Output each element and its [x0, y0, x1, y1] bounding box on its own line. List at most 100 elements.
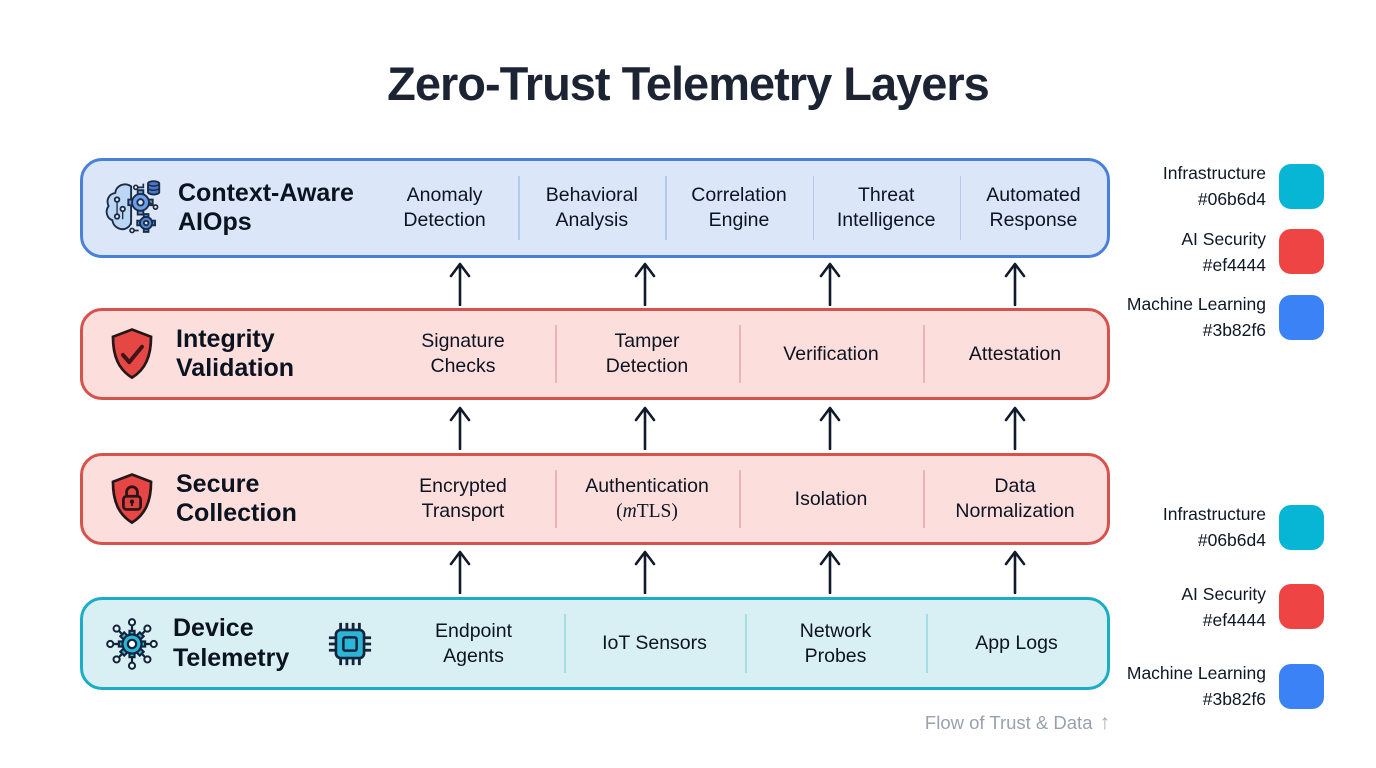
- layer-device-telemetry: Device Telemetry Endpoint Agents IoT Sens…: [80, 597, 1110, 690]
- layer-cell: Correlation Engine: [665, 161, 812, 255]
- layer-cells: Endpoint Agents IoT Sensors Network Probes…: [383, 600, 1107, 687]
- layer-cell: Signature Checks: [371, 311, 555, 397]
- flow-up-arrow-icon: ↑: [1099, 711, 1111, 734]
- legend-swatch: [1279, 229, 1324, 275]
- diagram-title: Zero-Trust Telemetry Layers: [387, 57, 990, 110]
- ai-brain-gears-icon: [103, 178, 163, 238]
- legend-hex: #06b6d4: [1197, 189, 1266, 210]
- legend-swatch: [1279, 663, 1324, 709]
- up-arrow-icon: [819, 406, 841, 450]
- layer-cell: Automated Response: [959, 161, 1107, 255]
- layer-cell-text: Behavioral Analysis: [545, 184, 638, 231]
- iot-hub-icon: [103, 615, 161, 673]
- layer-cell: Anomaly Detection: [371, 161, 518, 255]
- up-arrow-icon: [634, 550, 656, 594]
- layer-cell-text: Correlation Engine: [691, 184, 787, 231]
- legend-name: Infrastructure: [1162, 163, 1266, 183]
- legend-hex: #3b82f6: [1202, 689, 1266, 710]
- layer-title: Device Telemetry: [173, 614, 290, 672]
- layer-cell-text: Isolation: [794, 487, 868, 510]
- layer-cell: Authentication(mTLS): [555, 456, 739, 542]
- legend-entry: Infrastructure #06b6d4: [1127, 160, 1324, 213]
- legend-name: AI Security: [1181, 228, 1266, 249]
- flow-label-text: Flow of Trust & Data: [924, 712, 1093, 733]
- layer-label: Device Telemetry: [83, 600, 383, 687]
- layer-title: Context-Aware AIOps: [178, 178, 354, 237]
- up-arrow-icon: [1004, 550, 1026, 594]
- legend-name: Infrastructure: [1162, 504, 1266, 524]
- layer-cell: App Logs: [926, 600, 1107, 687]
- chip-icon: [325, 619, 375, 669]
- layer-title: Secure Collection: [176, 469, 297, 528]
- legend-hex: #ef4444: [1202, 254, 1266, 275]
- legend-entry: AI Security #ef4444: [1127, 226, 1324, 279]
- legend-hex: #3b82f6: [1202, 320, 1266, 341]
- layer-cell: Network Probes: [745, 600, 926, 687]
- layer-cell: Tamper Detection: [555, 311, 739, 397]
- legend-entry: Machine Learning #3b82f6: [1127, 291, 1324, 344]
- up-arrow-icon: [819, 262, 841, 306]
- up-arrow-icon: [1004, 262, 1026, 306]
- layer-cell: Behavioral Analysis: [518, 161, 665, 255]
- layer-cell-text: Encrypted Transport: [419, 475, 507, 522]
- legend-swatch: [1279, 294, 1324, 340]
- flow-of-trust-label: Flow of Trust & Data ↑: [925, 711, 1110, 735]
- legend-swatch: [1279, 504, 1324, 550]
- legend-text: Machine Learning #3b82f6: [1127, 660, 1266, 713]
- layer-cell: Encrypted Transport: [371, 456, 555, 542]
- layer-cell-text: Attestation: [968, 342, 1062, 365]
- layer-cell-text: Tamper Detection: [605, 330, 689, 377]
- layer-cell: Verification: [739, 311, 923, 397]
- layer-cell-text: Automated Response: [986, 184, 1081, 231]
- layer-cell-text: Signature Checks: [421, 330, 505, 377]
- legend-hex: #ef4444: [1202, 609, 1266, 630]
- layer-label: Secure Collection: [83, 456, 371, 542]
- layer-cells: Signature Checks Tamper Detection Verifica…: [371, 311, 1107, 397]
- layer-label: Integrity Validation: [83, 311, 371, 397]
- layer-cell-text: Threat Intelligence: [836, 184, 936, 231]
- shield-check-icon: [103, 325, 161, 383]
- layer-cells: Anomaly Detection Behavioral Analysis Corr…: [371, 161, 1107, 255]
- up-arrow-icon: [449, 550, 471, 594]
- layer-cell-text: Network Probes: [799, 619, 872, 667]
- shield-lock-icon: [103, 470, 161, 528]
- layer-integrity-validation: Integrity Validation Signature Checks Tam…: [80, 308, 1110, 400]
- legend-hex: #06b6d4: [1197, 530, 1266, 551]
- layer-cell-text: Verification: [783, 342, 879, 365]
- legend-text: AI Security #ef4444: [1181, 581, 1266, 634]
- up-arrow-icon: [449, 406, 471, 450]
- layer-context-aware-aiops: Context-Aware AIOps Anomaly Detection Beh…: [80, 158, 1110, 258]
- legend-bottom: Infrastructure #06b6d4 AI Security #ef44…: [1127, 501, 1324, 713]
- layer-cell: IoT Sensors: [564, 600, 745, 687]
- legend-top: Infrastructure #06b6d4 AI Security #ef44…: [1127, 160, 1324, 344]
- layer-cell: Endpoint Agents: [383, 600, 564, 687]
- layer-label: Context-Aware AIOps: [83, 161, 371, 255]
- legend-swatch: [1279, 163, 1324, 209]
- layer-cell: Data Normalization: [923, 456, 1107, 542]
- layer-cell-text: App Logs: [975, 632, 1058, 655]
- legend-name: AI Security: [1181, 583, 1266, 604]
- layer-secure-collection: Secure Collection Encrypted Transport Aut…: [80, 453, 1110, 545]
- up-arrow-icon: [634, 406, 656, 450]
- layer-cell-text: Endpoint Agents: [435, 619, 512, 667]
- layer-cell: Isolation: [739, 456, 923, 542]
- up-arrow-icon: [634, 262, 656, 306]
- legend-name: Machine Learning: [1126, 294, 1266, 314]
- legend-text: Infrastructure #06b6d4: [1163, 160, 1266, 213]
- layer-cell-text: Anomaly Detection: [403, 184, 486, 231]
- legend-name: Machine Learning: [1126, 663, 1266, 683]
- layer-cells: Encrypted Transport Authentication(mTLS) I…: [371, 456, 1107, 542]
- arrow-band: [0, 404, 1376, 451]
- legend-swatch: [1279, 584, 1324, 630]
- layer-cell: Threat Intelligence: [812, 161, 960, 255]
- up-arrow-icon: [1004, 406, 1026, 450]
- legend-text: Infrastructure #06b6d4: [1163, 501, 1266, 554]
- up-arrow-icon: [819, 550, 841, 594]
- legend-entry: Machine Learning #3b82f6: [1127, 660, 1324, 713]
- up-arrow-icon: [449, 262, 471, 306]
- legend-entry: AI Security #ef4444: [1127, 581, 1324, 634]
- layer-title: Integrity Validation: [176, 324, 295, 383]
- layer-cell-text: IoT Sensors: [602, 632, 707, 655]
- layer-cell-text: Authentication(mTLS): [585, 474, 709, 522]
